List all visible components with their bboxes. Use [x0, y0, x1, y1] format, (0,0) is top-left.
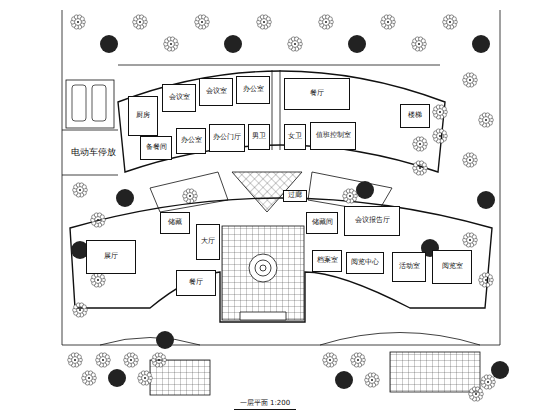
- room-name: 阅览中心: [351, 259, 379, 267]
- tree-symbol: [469, 387, 484, 401]
- tree-symbol: [463, 73, 478, 87]
- tree-symbol: [323, 353, 338, 367]
- tree-symbol: [343, 189, 358, 203]
- room-name: 厨房: [136, 112, 150, 120]
- room-name: 办公室: [243, 86, 264, 94]
- tree-symbol: [348, 35, 366, 53]
- room-box: 过廊: [283, 190, 307, 202]
- room-box: 阅览中心: [346, 252, 384, 274]
- room-name: 储藏间: [312, 219, 333, 227]
- tree-symbol: [356, 181, 374, 199]
- room-box: 值班控制室: [310, 122, 356, 150]
- tree-symbol: [319, 15, 334, 29]
- tree-symbol: [257, 15, 272, 29]
- tree-symbol: [224, 35, 242, 53]
- tree-symbol: [152, 353, 167, 367]
- room-box: 储藏: [160, 212, 190, 234]
- room-box: 大厅: [196, 224, 220, 260]
- area-label: 电动车停放: [70, 146, 117, 159]
- tree-symbol: [288, 37, 303, 51]
- room-name: 男卫: [252, 133, 266, 141]
- tree-symbol: [433, 105, 448, 119]
- tree-symbol: [412, 37, 427, 51]
- tree-symbol: [116, 189, 134, 207]
- tree-symbol: [491, 361, 509, 379]
- tree-symbol: [443, 15, 458, 29]
- drawing-title: 一层平面 1:200: [234, 398, 296, 410]
- tree-symbol: [413, 137, 428, 151]
- room-name: 阅览室: [442, 263, 463, 271]
- room-name: 档案室: [317, 257, 338, 265]
- room-name: 餐厅: [310, 90, 324, 98]
- tree-symbol: [138, 371, 153, 385]
- room-name: 会议室: [206, 88, 227, 96]
- room-box: 楼梯: [400, 104, 430, 128]
- tree-symbol: [335, 371, 353, 389]
- room-name: 活动室: [399, 263, 420, 271]
- tree-symbol: [82, 371, 97, 385]
- room-name: 过廊: [288, 192, 302, 200]
- tree-symbol: [413, 161, 428, 175]
- room-box: 展厅: [86, 240, 136, 274]
- room-box: 男卫: [248, 124, 270, 150]
- room-name: 办公室: [181, 137, 202, 145]
- tree-symbol: [164, 37, 179, 51]
- room-name: 会议报告厅: [355, 217, 390, 225]
- room-name: 会议室: [169, 94, 190, 102]
- room-box: 会议室: [162, 84, 196, 112]
- tree-symbol: [108, 369, 126, 387]
- tree-symbol: [91, 273, 106, 287]
- room-box: 办公室: [236, 76, 270, 104]
- tree-symbol: [433, 129, 448, 143]
- room-name: 大厅: [201, 238, 215, 246]
- room-name: 办公门厅: [213, 134, 241, 142]
- tree-symbol: [68, 353, 83, 367]
- tree-symbol: [481, 375, 496, 389]
- tree-symbol: [479, 113, 494, 127]
- room-name: 展厅: [104, 253, 118, 261]
- tree-symbol: [463, 153, 478, 167]
- room-box: 储藏间: [306, 212, 338, 234]
- room-box: 备餐间: [140, 136, 172, 160]
- room-box: 办公门厅: [209, 124, 245, 152]
- room-box: 会议报告厅: [344, 206, 400, 236]
- room-name: 值班控制室: [316, 132, 351, 140]
- room-box: 阅览室: [432, 250, 472, 284]
- room-box: 女卫: [284, 124, 306, 150]
- room-name: 备餐间: [146, 144, 167, 152]
- tree-symbol: [73, 303, 88, 317]
- tree-symbol: [183, 189, 198, 203]
- tree-symbol: [479, 273, 494, 287]
- room-box: 活动室: [392, 252, 426, 282]
- room-box: 餐厅: [284, 78, 350, 110]
- room-name: 餐厅: [189, 279, 203, 287]
- room-box: 厨房: [128, 96, 158, 136]
- tree-symbol: [96, 353, 111, 367]
- room-box: 餐厅: [176, 270, 216, 296]
- tree-symbol: [73, 183, 88, 197]
- room-name: 女卫: [288, 133, 302, 141]
- tree-symbol: [156, 331, 174, 349]
- tree-symbol: [472, 35, 490, 53]
- room-box: 办公室: [176, 128, 206, 154]
- tree-symbol: [100, 35, 118, 53]
- tree-symbol: [195, 15, 210, 29]
- tree-symbol: [91, 213, 106, 227]
- tree-symbol: [133, 15, 148, 29]
- tree-symbol: [124, 353, 139, 367]
- room-box: 会议室: [199, 78, 233, 106]
- tree-symbol: [71, 15, 86, 29]
- room-name: 楼梯: [408, 112, 422, 120]
- room-box: 档案室: [312, 250, 342, 272]
- tree-symbol: [381, 15, 396, 29]
- room-name: 储藏: [168, 219, 182, 227]
- tree-symbol: [351, 353, 366, 367]
- tree-symbol: [477, 191, 495, 209]
- tree-symbol: [463, 233, 478, 247]
- tree-symbol: [365, 373, 380, 387]
